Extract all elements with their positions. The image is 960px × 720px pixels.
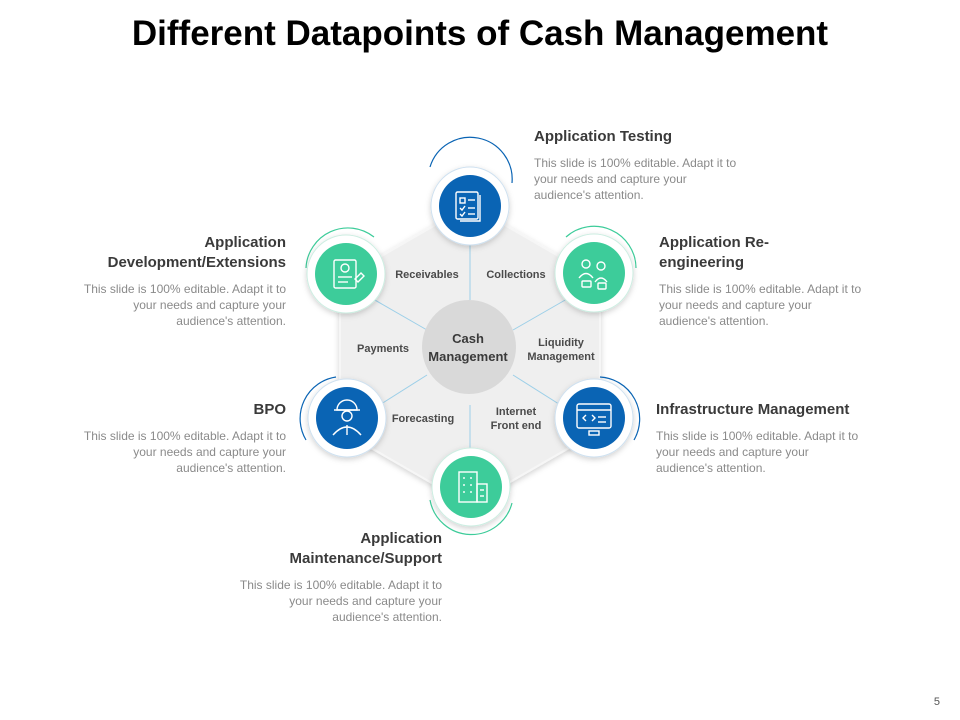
node-infrastructure: [554, 376, 641, 458]
segment-label-internet-1: Internet: [496, 406, 537, 418]
segment-label-liquidity-2: Management: [527, 351, 595, 363]
block-reengineering-heading-2: engineering: [659, 254, 745, 271]
segment-label-payments: Payments: [357, 343, 409, 355]
node-bpo: [299, 376, 387, 458]
segment-label-forecasting: Forecasting: [392, 413, 454, 425]
block-testing-body: This slide is 100% editable. Adapt it to…: [534, 156, 737, 202]
block-testing: Application Testing This slide is 100% e…: [534, 127, 744, 203]
block-development-body: This slide is 100% editable. Adapt it to…: [83, 282, 286, 328]
segment-label-liquidity-1: Liquidity: [538, 337, 585, 349]
node-maintenance: [429, 447, 513, 536]
block-development-heading-2: Development/Extensions: [107, 254, 286, 271]
worker-icon: [332, 399, 362, 436]
block-bpo-heading: BPO: [253, 401, 286, 418]
page-title: Different Datapoints of Cash Management: [131, 14, 829, 53]
block-development: Application Development/Extensions This …: [66, 233, 286, 329]
block-testing-heading: Application Testing: [534, 128, 673, 145]
checklist-icon: [455, 191, 481, 222]
building-icon: [458, 471, 488, 503]
block-reengineering: Application Re- engineering This slide i…: [659, 233, 869, 329]
page-number: 5: [933, 696, 940, 708]
block-reengineering-body: This slide is 100% editable. Adapt it to…: [659, 282, 862, 328]
block-development-heading-1: Application: [204, 234, 286, 251]
node-reengineering: [554, 225, 637, 313]
block-reengineering-heading-1: Application Re-: [659, 234, 770, 251]
block-bpo: BPO This slide is 100% editable. Adapt i…: [76, 400, 286, 476]
code-window-icon: [576, 403, 612, 436]
segment-label-collections: Collections: [486, 269, 545, 281]
block-maintenance-body: This slide is 100% editable. Adapt it to…: [239, 578, 442, 624]
center-label-2: Management: [428, 349, 508, 364]
node-testing: [429, 136, 513, 246]
block-infrastructure-heading: Infrastructure Management: [656, 401, 850, 418]
segment-label-receivables: Receivables: [395, 269, 459, 281]
certificate-icon: [333, 259, 365, 289]
segment-label-internet-2: Front end: [491, 420, 542, 432]
center-label-1: Cash: [452, 331, 484, 346]
block-maintenance-heading-1: Application: [360, 530, 442, 547]
node-development: [305, 227, 386, 314]
block-bpo-body: This slide is 100% editable. Adapt it to…: [83, 429, 286, 475]
block-infrastructure: Infrastructure Management This slide is …: [656, 400, 886, 476]
engineers-icon: [578, 259, 608, 290]
block-maintenance: Application Maintenance/Support This sli…: [232, 529, 442, 625]
block-infrastructure-body: This slide is 100% editable. Adapt it to…: [656, 429, 859, 475]
block-maintenance-heading-2: Maintenance/Support: [289, 550, 442, 567]
center-circle: [422, 300, 516, 394]
